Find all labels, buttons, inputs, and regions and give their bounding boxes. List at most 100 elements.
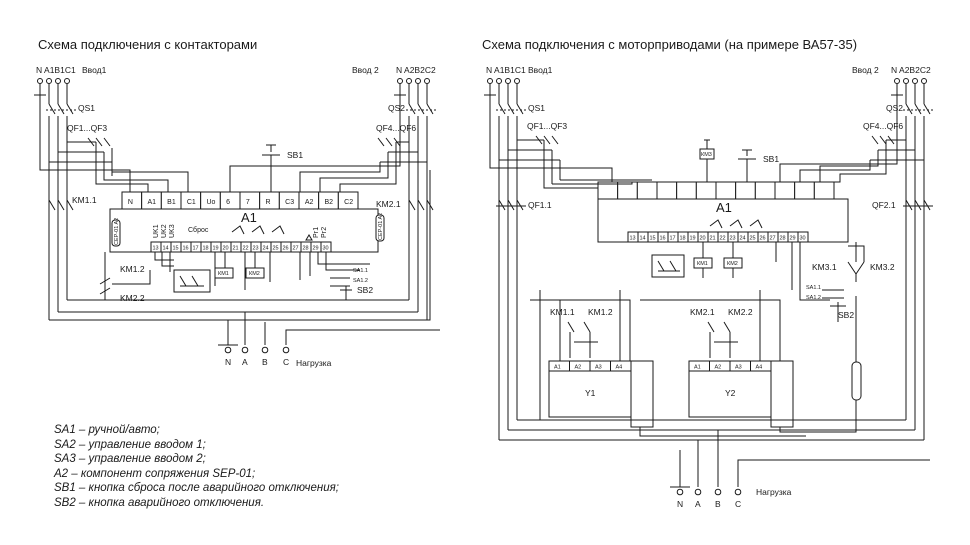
right-sa11-label: SA1.1	[806, 285, 821, 291]
terminal-number: 20	[700, 236, 706, 242]
load-terminal-label: A	[242, 357, 248, 367]
left-sb2-label: SB2	[357, 285, 373, 295]
right-km31-label: KM3.1	[812, 262, 837, 272]
load-terminal	[261, 346, 269, 354]
terminal-number: 24	[263, 246, 269, 252]
right-qf4-label: QF4...QF6	[863, 121, 903, 131]
left-qf4-label: QF4...QF6	[376, 123, 416, 133]
legend-item: SA1 – ручной/авто;	[54, 424, 160, 436]
terminal-number: 21	[710, 236, 716, 242]
left-sb1-label: SB1	[287, 150, 303, 160]
load-terminal-label: C	[283, 357, 289, 367]
load-terminal	[282, 346, 290, 354]
terminal-number: 13	[153, 246, 159, 252]
left-qf1-label: QF1...QF3	[67, 123, 107, 133]
right-km32-label: KM3.2	[870, 262, 895, 272]
motor-terminal-label: A1	[694, 365, 701, 371]
left-scheme: Схема подключения с контакторами N A1B1C…	[34, 37, 440, 368]
terminal-number: 23	[730, 236, 736, 242]
terminal-number: 30	[800, 236, 806, 242]
terminal-label: C3	[285, 199, 294, 206]
left-rg1-label: Рг1	[313, 227, 320, 238]
terminal-number: 15	[650, 236, 656, 242]
terminal-cell	[636, 181, 658, 200]
load-terminal-label: B	[715, 499, 721, 509]
right-sa-switch-block	[651, 254, 685, 278]
load-terminal	[676, 488, 684, 496]
terminal-label: 6	[226, 199, 230, 206]
terminal-label: C1	[187, 199, 196, 206]
right-title: Схема подключения с моторприводами (на п…	[482, 37, 857, 52]
terminal-number: 30	[323, 246, 329, 252]
left-sa12-label: SA1.2	[353, 278, 368, 284]
terminal-label: 7	[246, 199, 250, 206]
terminal-cell	[239, 191, 261, 210]
left-qs1-label: QS1	[78, 103, 95, 113]
left-input1-phases: N A1B1C1	[36, 65, 76, 75]
left-input1-label: Ввод1	[82, 65, 107, 75]
left-input1-terminals	[34, 78, 70, 96]
right-km12-label: KM1.2	[588, 307, 613, 317]
left-km22-label: KM2.2	[120, 293, 145, 303]
terminal-number: 15	[173, 246, 179, 252]
terminal-number: 19	[213, 246, 219, 252]
load-terminal-label: C	[735, 499, 741, 509]
left-sa-switch-block	[173, 269, 211, 293]
terminal-cell	[715, 181, 737, 200]
legend-item: А2 – компонент сопряжения SEP-01;	[54, 467, 256, 480]
motor-terminal-label: A3	[735, 365, 742, 371]
terminal-number: 27	[293, 246, 299, 252]
terminal-number: 14	[163, 246, 169, 252]
left-input2-terminals	[394, 78, 430, 96]
right-km21-label: KM2.1	[690, 307, 715, 317]
terminal-number: 19	[690, 236, 696, 242]
motor-terminal-label: A3	[595, 365, 602, 371]
terminal-number: 18	[203, 246, 209, 252]
left-km1-coil-label: КМ1	[218, 271, 229, 277]
motor-terminal-label: A4	[756, 365, 763, 371]
load-terminal-label: N	[677, 499, 683, 509]
right-sb1-label: SB1	[763, 154, 779, 164]
right-qf1-label: QF1...QF3	[527, 121, 567, 131]
legend-item: SA2 – управление вводом 1;	[54, 438, 206, 451]
left-load-label: Нагрузка	[296, 358, 332, 368]
terminal-cell	[754, 181, 776, 200]
right-qf21-label: QF2.1	[872, 200, 896, 210]
right-qf11-label: QF1.1	[528, 200, 552, 210]
left-km1-coil	[214, 267, 234, 279]
load-terminal-label: B	[262, 357, 268, 367]
right-input2-label: Ввод 2	[852, 65, 879, 75]
right-top-terminal-block	[597, 181, 835, 200]
right-km1-coil-label: КМ1	[697, 261, 708, 267]
terminal-label: C2	[344, 199, 353, 206]
terminal-number: 21	[233, 246, 239, 252]
terminal-cell	[617, 181, 638, 200]
terminal-number: 17	[193, 246, 199, 252]
terminal-number: 25	[273, 246, 279, 252]
right-input2-phases: N A2B2C2	[891, 65, 931, 75]
load-terminal	[224, 346, 232, 354]
legend-item: SA3 – управление вводом 2;	[54, 453, 206, 465]
load-terminal	[241, 346, 249, 354]
right-km3-coil-label: КМ3	[701, 152, 712, 158]
right-y2-label: Y2	[725, 388, 736, 398]
left-vert-right: CEP-01 A2	[378, 213, 384, 240]
left-title: Схема подключения с контакторами	[38, 37, 257, 52]
right-sa12-label: SA1.2	[806, 295, 821, 301]
left-km12-label: KM1.2	[120, 264, 145, 274]
terminal-number-cell	[797, 231, 809, 243]
left-rg2-label: Рг2	[321, 227, 328, 238]
left-km11-label: KM1.1	[72, 195, 97, 205]
terminal-number: 24	[740, 236, 746, 242]
right-qs1-label: QS1	[528, 103, 545, 113]
right-a1-label: A1	[716, 200, 732, 215]
right-input1-phases: N A1B1C1	[486, 65, 526, 75]
terminal-cell	[735, 181, 756, 200]
right-y1-label: Y1	[585, 388, 596, 398]
left-sep-module-right	[375, 214, 385, 242]
motor-terminal-label: A2	[715, 365, 722, 371]
terminal-label: B2	[325, 199, 334, 206]
